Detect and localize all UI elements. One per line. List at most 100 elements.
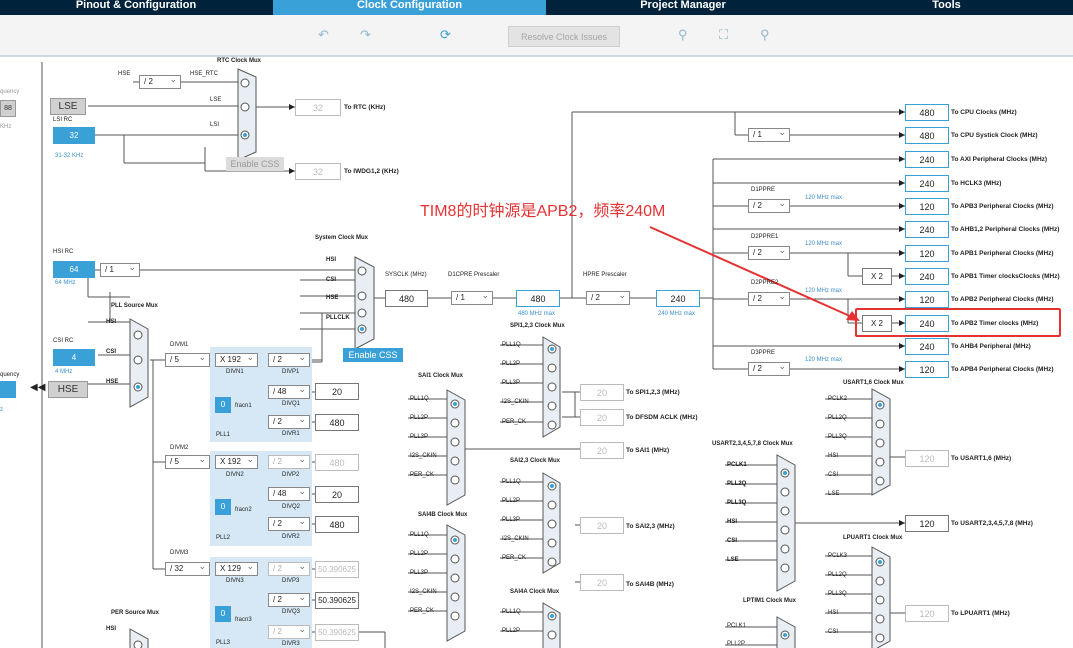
pll2-label: PLL2 xyxy=(216,535,231,541)
undo-icon[interactable]: ↶ xyxy=(318,27,329,42)
divq3-select[interactable]: / 2 xyxy=(268,591,310,607)
fracn2-value[interactable]: 0 xyxy=(215,499,231,515)
left-hse-input[interactable] xyxy=(0,381,16,398)
zoom-in-icon[interactable]: ⚲ xyxy=(678,27,688,42)
divq3-value[interactable]: 50.390625 xyxy=(315,592,359,609)
divr2-value[interactable]: 480 xyxy=(315,516,359,533)
hsi-divider[interactable]: / 1 xyxy=(100,261,140,277)
hse-source[interactable]: HSE xyxy=(48,381,88,398)
spi123-in-4: I2S_CKIN xyxy=(502,399,529,405)
sai23-value[interactable]: 20 xyxy=(580,517,624,534)
hclk-value[interactable]: 240 xyxy=(656,290,700,307)
apb4-clocks-value[interactable]: 120 xyxy=(905,361,949,378)
ahb4-value[interactable]: 240 xyxy=(905,338,949,355)
divp3-select[interactable]: / 2 xyxy=(268,560,310,576)
divq2-select[interactable]: / 48 xyxy=(268,485,310,501)
spi123-label: To SPI1,2,3 (MHz) xyxy=(626,389,680,396)
usart16-in-1: PCLK2 xyxy=(828,396,848,402)
iwdg-output-value[interactable]: 32 xyxy=(295,163,341,180)
tab-clock-configuration[interactable]: Clock Configuration xyxy=(273,0,546,15)
usart2-in-5: CSI xyxy=(727,538,738,544)
divr1-select[interactable]: / 2 xyxy=(268,413,310,429)
sai4b-value[interactable]: 20 xyxy=(580,574,624,591)
tab-project-manager[interactable]: Project Manager xyxy=(640,0,726,11)
divn1-label: DIVN1 xyxy=(226,369,244,375)
lpuart1-value[interactable]: 120 xyxy=(905,605,949,622)
fit-screen-icon[interactable]: ⛶ xyxy=(719,27,729,42)
spi123-value[interactable]: 20 xyxy=(580,384,624,401)
pll3-label: PLL3 xyxy=(216,640,231,646)
apb2-clocks-value[interactable]: 120 xyxy=(905,291,949,308)
divq1-value[interactable]: 20 xyxy=(315,383,359,400)
apb1-clocks-value[interactable]: 120 xyxy=(905,245,949,262)
divr3-value[interactable]: 50.390625 xyxy=(315,624,359,641)
sai1-value[interactable]: 20 xyxy=(580,442,624,459)
lpuart1-in-3: PLL3Q xyxy=(828,591,847,597)
cpu-systick-value[interactable]: 480 xyxy=(905,127,949,144)
divm1-select[interactable]: / 5 xyxy=(165,351,210,367)
systick-divider[interactable]: / 1 xyxy=(748,126,790,142)
d2ppre1-prescaler[interactable]: / 2 xyxy=(748,244,790,260)
rtc-enable-css-button[interactable]: Enable CSS xyxy=(226,157,284,171)
divq3-label: DIVQ3 xyxy=(282,609,301,615)
redo-icon[interactable]: ↷ xyxy=(360,27,371,42)
divp1-select[interactable]: / 2 xyxy=(268,351,310,367)
tab-tools[interactable]: Tools xyxy=(932,0,961,11)
divq1-select[interactable]: / 48 xyxy=(268,383,310,399)
hsi-rc-value[interactable]: 64 xyxy=(53,261,95,278)
refresh-icon[interactable]: ⟳ xyxy=(440,27,451,42)
divp2-select[interactable]: / 2 xyxy=(268,453,310,469)
divm2-select[interactable]: / 5 xyxy=(165,453,210,469)
d2ppre2-prescaler[interactable]: / 2 xyxy=(748,290,790,306)
cpu-systick-label: To CPU Systick Clock (MHz) xyxy=(951,132,1038,139)
divp2-value[interactable]: 480 xyxy=(315,454,359,471)
rtc-hse-prescaler[interactable]: / 2 xyxy=(139,73,181,89)
sys-enable-css-button[interactable]: Enable CSS xyxy=(343,348,403,362)
csi-rc-value[interactable]: 4 xyxy=(53,349,95,366)
lse-source[interactable]: LSE xyxy=(50,98,86,115)
fracn3-value[interactable]: 0 xyxy=(215,606,231,622)
sysclk-value[interactable]: 480 xyxy=(385,290,428,307)
apb2-timer-value[interactable]: 240 xyxy=(905,315,949,332)
d1cpre-prescaler[interactable]: / 1 xyxy=(451,289,493,305)
rtc-lsi-in-label: LSI xyxy=(210,122,220,128)
divn2-select[interactable]: X 192 xyxy=(215,453,258,469)
divq2-value[interactable]: 20 xyxy=(315,486,359,503)
apb4-clocks-label: To APB4 Peripheral Clocks (MHz) xyxy=(951,366,1054,373)
sysclk-label: SYSCLK (MHz) xyxy=(385,272,427,278)
d3ppre-prescaler[interactable]: / 2 xyxy=(748,360,790,376)
fracn1-value[interactable]: 0 xyxy=(215,397,231,413)
d1ppre-prescaler[interactable]: / 2 xyxy=(748,197,790,213)
usart16-in-5: CSI xyxy=(828,472,839,478)
apb2-timer-highlight xyxy=(855,308,1061,337)
lsi-rc-value[interactable]: 32 xyxy=(53,127,95,144)
dfsdm-value[interactable]: 20 xyxy=(580,409,624,426)
sai1-mux-shape xyxy=(446,389,466,506)
cpu-clock-value[interactable]: 480 xyxy=(516,290,560,307)
tab-pinout-configuration[interactable]: Pinout & Configuration xyxy=(75,0,197,11)
usart2-value[interactable]: 120 xyxy=(905,515,949,532)
divr3-select[interactable]: / 2 xyxy=(268,623,310,639)
ahb12-clocks-value[interactable]: 240 xyxy=(905,221,949,238)
resolve-clock-issues-button[interactable]: Resolve Clock Issues xyxy=(508,26,620,47)
zoom-out-icon[interactable]: ⚲ xyxy=(760,27,770,42)
usart16-value[interactable]: 120 xyxy=(905,450,949,467)
divp3-value[interactable]: 50.390625 xyxy=(315,561,359,578)
divn1-select[interactable]: X 192 xyxy=(215,351,258,367)
rtc-output-value[interactable]: 32 xyxy=(295,99,341,116)
divr1-value[interactable]: 480 xyxy=(315,414,359,431)
cpu-clocks-value[interactable]: 480 xyxy=(905,104,949,121)
csi-mhz-label: 4 MHz xyxy=(55,369,73,375)
sai1-mux-title: SAI1 Clock Mux xyxy=(418,373,464,379)
divm3-select[interactable]: / 32 xyxy=(165,560,210,576)
per-mux-hsi-label: HSI xyxy=(106,626,117,632)
hpre-prescaler[interactable]: / 2 xyxy=(586,289,630,305)
divr2-select[interactable]: / 2 xyxy=(268,515,310,531)
apb1-timer-value[interactable]: 240 xyxy=(905,268,949,285)
divn3-select[interactable]: X 129 xyxy=(215,560,258,576)
hclk3-value[interactable]: 240 xyxy=(905,175,949,192)
lptim1-mux-title: LPTIM1 Clock Mux xyxy=(743,598,797,604)
apb3-clocks-value[interactable]: 120 xyxy=(905,198,949,215)
dfsdm-label: To DFSDM ACLK (MHz) xyxy=(626,414,698,421)
axi-clocks-value[interactable]: 240 xyxy=(905,151,949,168)
